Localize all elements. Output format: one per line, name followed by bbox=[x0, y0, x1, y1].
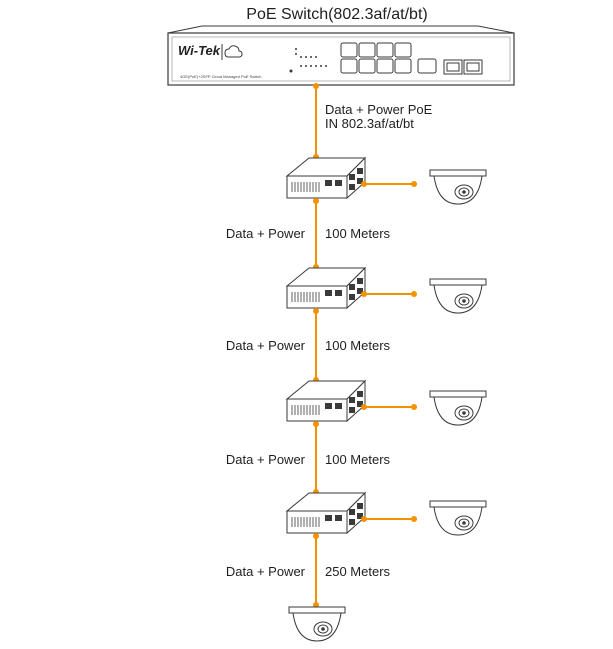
switch-poe-ports bbox=[340, 42, 437, 74]
segment-left-label: Data + Power bbox=[226, 452, 306, 467]
camera-cable-end-right bbox=[411, 516, 417, 522]
segment-left-label: Data + Power bbox=[226, 226, 306, 241]
chain-cable-end-top bbox=[313, 533, 319, 539]
switch-led-panel bbox=[289, 48, 327, 73]
chain-cable-end-top bbox=[313, 308, 319, 314]
segment-left-label: Data + Power bbox=[226, 564, 306, 579]
camera-cable-end-left bbox=[361, 404, 367, 410]
poe-extender-icon bbox=[286, 157, 366, 199]
poe-extender-icon bbox=[286, 380, 366, 422]
dome-camera-icon bbox=[429, 390, 487, 426]
chain-cable-end-top bbox=[313, 198, 319, 204]
camera-cable-end-left bbox=[361, 516, 367, 522]
segment-distance-label: 100 Meters bbox=[325, 452, 391, 467]
uplink-label-line1: Data + Power PoE bbox=[325, 102, 433, 117]
chain-cable-end-top bbox=[313, 421, 319, 427]
segment-distance-label: 100 Meters bbox=[325, 226, 391, 241]
camera-cable-end-right bbox=[411, 181, 417, 187]
uplink-cable-end-top bbox=[313, 83, 319, 89]
dome-camera-icon bbox=[429, 169, 487, 205]
poe-extender-icon bbox=[286, 267, 366, 309]
cloud-icon bbox=[224, 45, 243, 58]
segment-distance-label: 250 Meters bbox=[325, 564, 391, 579]
dome-camera-icon bbox=[429, 500, 487, 536]
switch-sfp-ports bbox=[443, 59, 483, 75]
poe-extender-icon bbox=[286, 492, 366, 534]
switch-model-text: 4GE(PoE)+2SFP Cloud Managed PoE Switch bbox=[180, 74, 261, 79]
camera-cable-end-right bbox=[411, 291, 417, 297]
camera-cable-end-left bbox=[361, 291, 367, 297]
diagram-title: PoE Switch(802.3af/at/bt) bbox=[246, 6, 427, 23]
segment-left-label: Data + Power bbox=[226, 338, 306, 353]
segment-distance-label: 100 Meters bbox=[325, 338, 391, 353]
dome-camera-icon bbox=[429, 278, 487, 314]
switch-brand-logo: Wi-Tek bbox=[178, 43, 221, 58]
uplink-label-line2: IN 802.3af/at/bt bbox=[325, 116, 414, 131]
poe-switch: Wi-Tek 4GE(PoE)+2SFP Cloud Managed PoE S… bbox=[167, 25, 515, 86]
dome-camera-icon bbox=[288, 606, 346, 642]
camera-cable-end-left bbox=[361, 181, 367, 187]
camera-cable-end-right bbox=[411, 404, 417, 410]
